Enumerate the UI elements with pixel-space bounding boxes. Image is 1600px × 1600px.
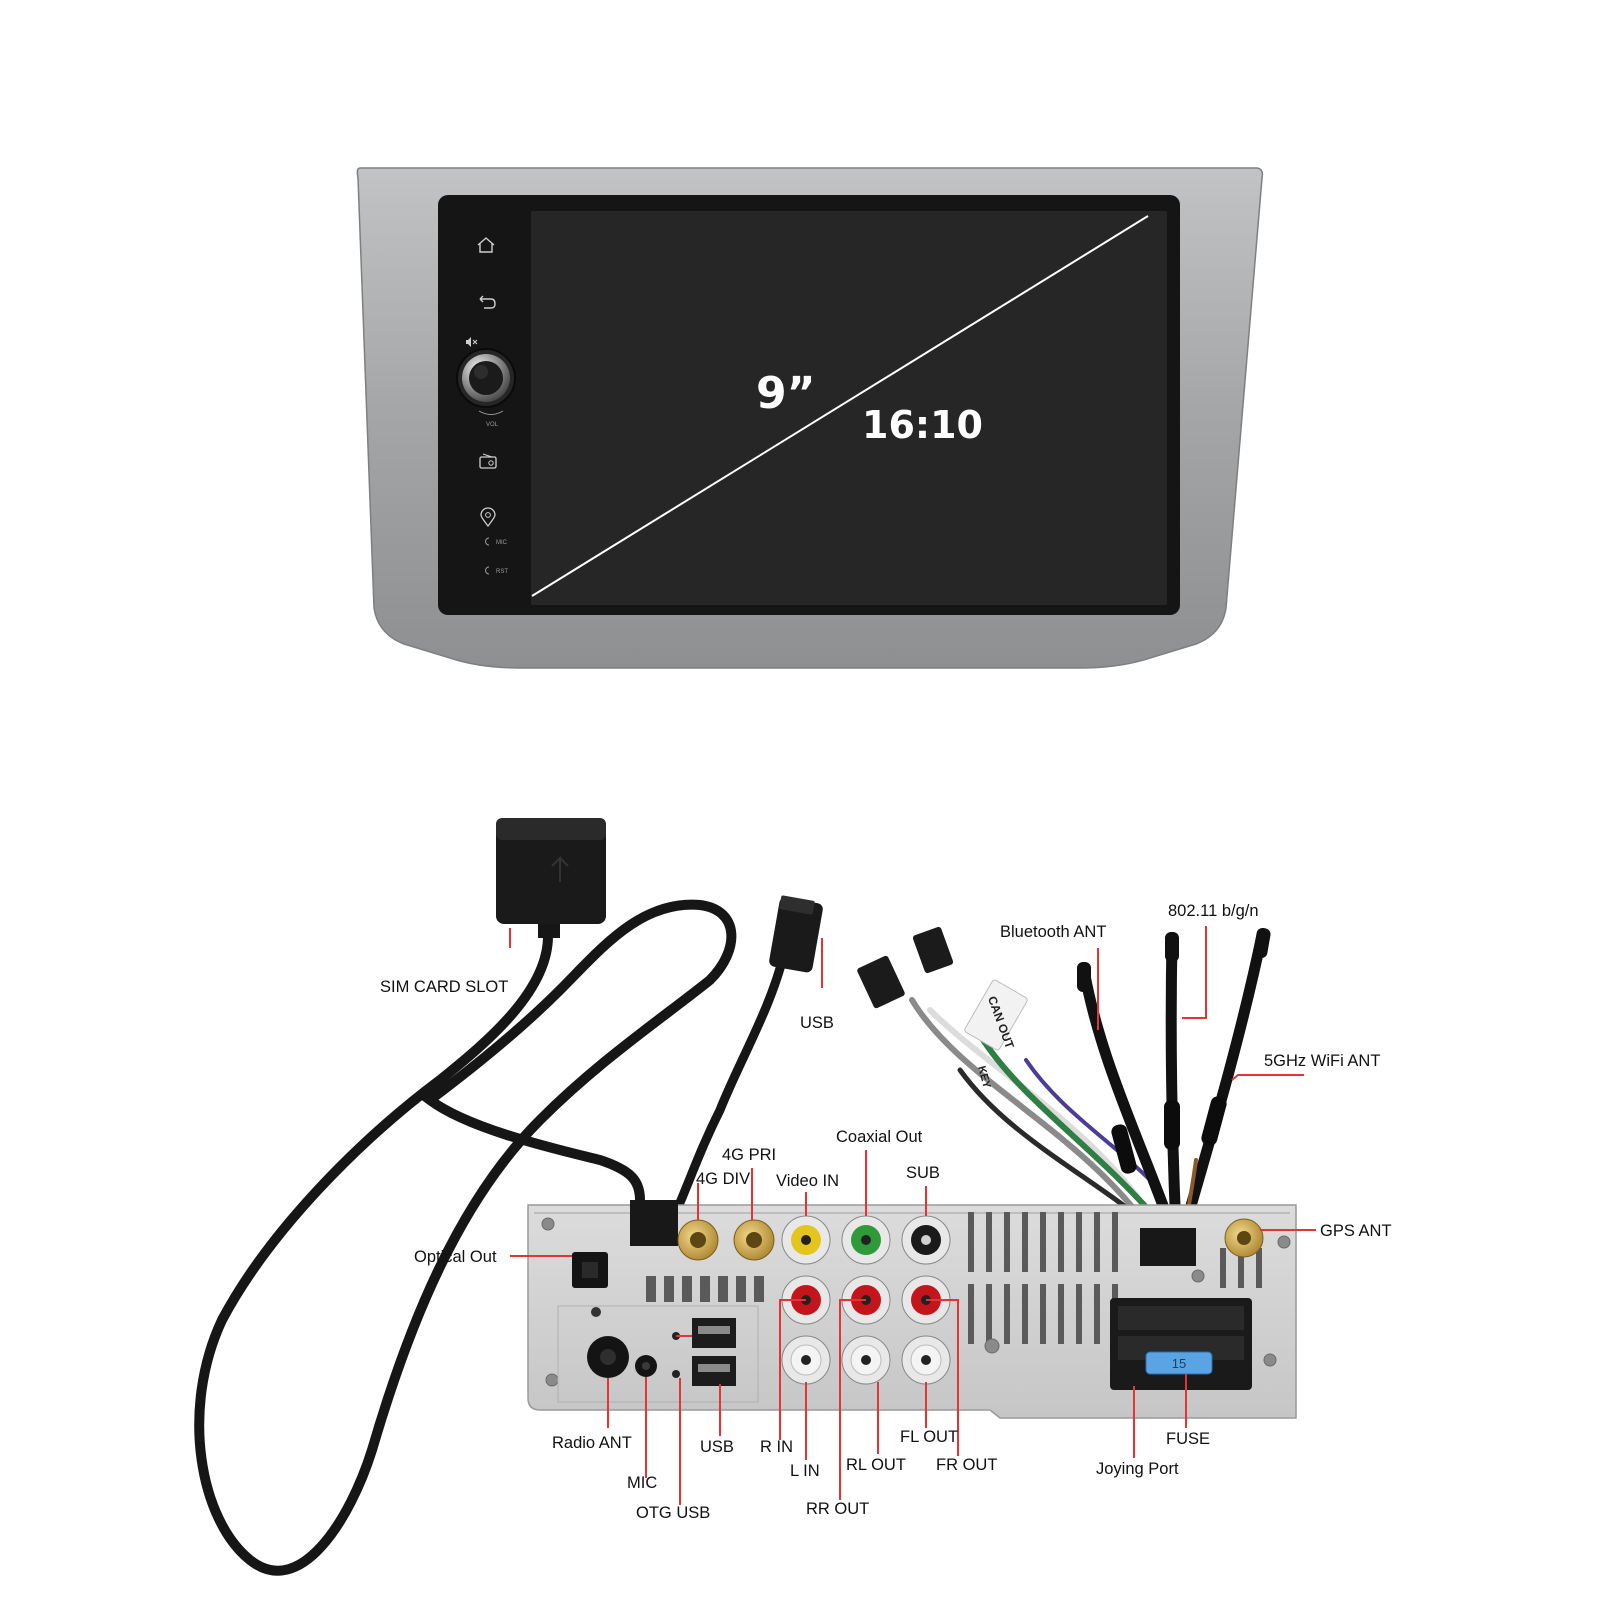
vol-caption: VOL xyxy=(486,422,499,428)
key-tag: KEY xyxy=(975,1065,993,1091)
side-control-panel: VOL MIC RST xyxy=(456,237,516,575)
l-in-port[interactable] xyxy=(781,1335,831,1385)
knob-arc-icon xyxy=(478,410,504,415)
label-sub: SUB xyxy=(906,1164,940,1182)
volume-knob[interactable] xyxy=(456,348,516,408)
label-fr-out: FR OUT xyxy=(936,1456,997,1474)
rst-hole-icon xyxy=(485,566,490,575)
otg-usb-port[interactable] xyxy=(692,1318,736,1348)
bluetooth-antenna-cable xyxy=(1078,964,1178,1236)
radio-icon[interactable] xyxy=(479,453,497,469)
label-sim-card-slot: SIM CARD SLOT xyxy=(380,978,508,996)
screen-size: 9” xyxy=(756,368,816,419)
label-video-in: Video IN xyxy=(776,1172,839,1190)
label-bluetooth-ant: Bluetooth ANT xyxy=(1000,923,1106,941)
callout-lines xyxy=(509,926,1316,1505)
chassis-vents xyxy=(646,1212,1262,1344)
usb-top-connector xyxy=(769,895,823,973)
fuse[interactable]: 15 xyxy=(1145,1351,1213,1375)
aspect-ratio: 16:10 xyxy=(862,403,983,447)
label-wifi-24: 802.11 b/g/n xyxy=(1168,902,1259,920)
wifi-24-antenna-cable xyxy=(1165,934,1182,1236)
4g-div-port[interactable] xyxy=(677,1219,719,1261)
label-optical-out: Optical Out xyxy=(414,1248,497,1266)
label-usb-bottom: USB xyxy=(700,1438,734,1456)
harness-plug-block xyxy=(1140,1228,1196,1266)
diagonal-line xyxy=(531,215,1149,597)
label-gps-ant: GPS ANT xyxy=(1320,1222,1392,1240)
wire-green xyxy=(977,1032,1169,1233)
rl-out-port[interactable] xyxy=(841,1335,891,1385)
4g-pri-port[interactable] xyxy=(733,1219,775,1261)
mute-icon[interactable] xyxy=(466,337,478,347)
radio-ant-screw xyxy=(591,1307,601,1317)
gps-ant-port[interactable] xyxy=(1224,1218,1264,1258)
chassis-screws xyxy=(541,1217,1291,1387)
video-in-port[interactable] xyxy=(781,1215,831,1265)
radio-ant-port[interactable] xyxy=(587,1336,629,1378)
usb-cable xyxy=(671,949,789,1217)
label-coaxial-out: Coaxial Out xyxy=(836,1128,923,1146)
joying-port[interactable] xyxy=(1110,1298,1252,1390)
sub-port[interactable] xyxy=(901,1215,951,1265)
wifi-5-antenna-cable xyxy=(1178,929,1268,1236)
label-otg-usb: OTG USB xyxy=(636,1504,710,1522)
home-icon[interactable] xyxy=(477,237,495,253)
label-fl-out: FL OUT xyxy=(900,1428,958,1446)
fl-out-port[interactable] xyxy=(901,1335,951,1385)
label-rr-out: RR OUT xyxy=(806,1500,869,1518)
wire-grey xyxy=(909,997,1153,1233)
mic-caption: MIC xyxy=(496,540,508,546)
label-joying-port: Joying Port xyxy=(1096,1460,1179,1478)
cable-harness xyxy=(194,899,1268,1576)
label-4g-div: 4G DIV xyxy=(696,1170,750,1188)
head-unit-front: 9” 16:10 VOL xyxy=(356,167,1264,669)
sim-loop-cable xyxy=(194,899,737,1576)
lower-left-panel xyxy=(557,1305,759,1403)
harness-plugs: CAN OUT KEY xyxy=(857,926,1028,1091)
navigation-icon[interactable] xyxy=(480,507,496,528)
label-usb-top: USB xyxy=(800,1014,834,1032)
usb-indicator xyxy=(672,1370,680,1378)
label-mic: MIC xyxy=(627,1474,657,1492)
coaxial-out-port[interactable] xyxy=(841,1215,891,1265)
usb-sim-plug-block xyxy=(630,1200,678,1246)
mic-hole-icon xyxy=(485,537,490,546)
rear-chassis: 15 xyxy=(527,1200,1297,1419)
label-radio-ant: Radio ANT xyxy=(552,1434,632,1452)
fuse-rating: 15 xyxy=(1172,1356,1186,1371)
label-r-in: R IN xyxy=(760,1438,793,1456)
sim-card-slot-module xyxy=(496,818,606,938)
antenna-tips xyxy=(1077,927,1271,1174)
label-wifi-5: 5GHz WiFi ANT xyxy=(1264,1052,1380,1070)
port-labels: SIM CARD SLOT USB Bluetooth ANT 802.11 b… xyxy=(380,902,1392,1522)
mic-port[interactable] xyxy=(635,1355,657,1377)
label-rl-out: RL OUT xyxy=(846,1456,906,1474)
rst-caption: RST xyxy=(496,569,508,575)
usb-port[interactable] xyxy=(692,1356,736,1386)
back-icon[interactable] xyxy=(479,295,496,309)
label-4g-pri: 4G PRI xyxy=(722,1146,776,1164)
label-l-in: L IN xyxy=(790,1462,820,1480)
label-fuse: FUSE xyxy=(1166,1430,1210,1448)
screen-display xyxy=(531,211,1167,605)
